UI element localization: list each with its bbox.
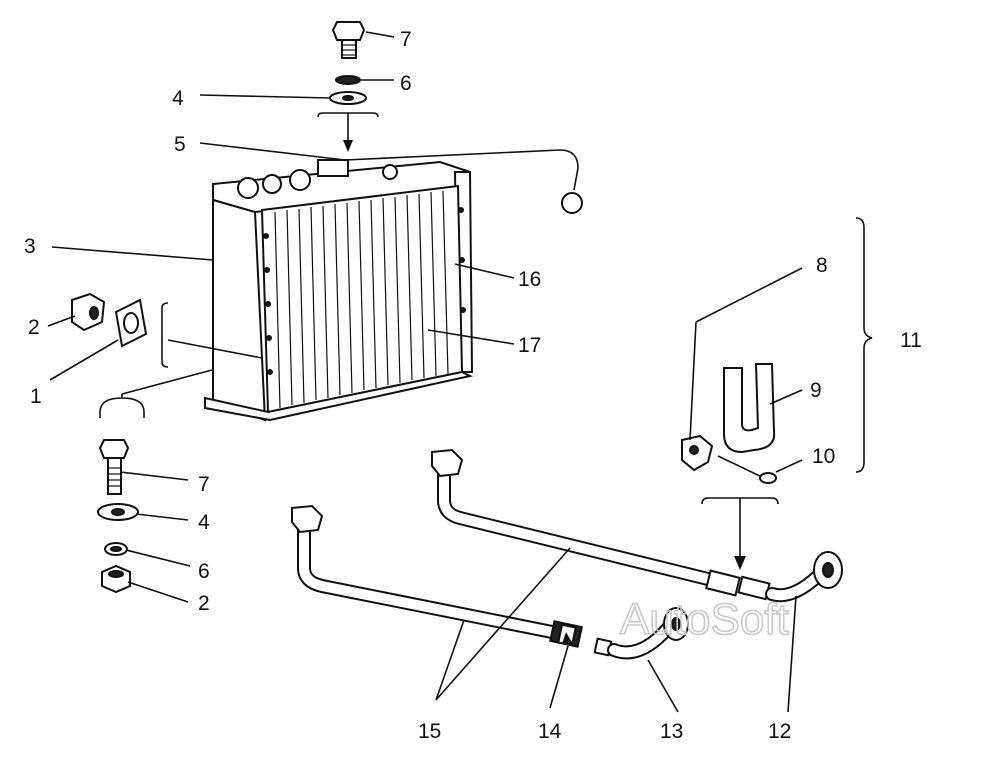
top-mount-bracket-indicator [317, 112, 379, 152]
short-elbow-pipe [593, 607, 689, 660]
top-bolt [331, 21, 366, 59]
temperature-sensor-wire [344, 149, 583, 214]
callout-10: 10 [812, 445, 835, 468]
callout-16: 16 [518, 268, 541, 291]
bottom-nut [101, 564, 131, 594]
callout-17: 17 [518, 334, 541, 357]
bottom-flat-washer [97, 503, 139, 521]
callout-7-top: 7 [400, 28, 412, 51]
callout-11: 11 [900, 329, 922, 352]
lower-pipe [291, 504, 559, 639]
side-gasket-plate [114, 298, 148, 348]
callout-6-top: 6 [400, 72, 412, 95]
cotter-pin [717, 455, 777, 484]
callout-1: 1 [30, 385, 42, 408]
callout-6-bottom: 6 [198, 560, 210, 583]
clamp-latch [681, 434, 714, 472]
banjo-elbow-pipe [765, 551, 843, 603]
upper-pipe [431, 448, 771, 601]
side-nut [71, 292, 106, 332]
radiator-core-fins [274, 190, 449, 409]
callout-4-bottom: 4 [198, 511, 210, 534]
bottom-bolt [98, 439, 130, 495]
callout-12: 12 [768, 720, 791, 743]
bottom-mount-bracket-indicator [99, 369, 213, 418]
watermark-autosoft: AutoSoft [620, 595, 789, 644]
callout-5: 5 [174, 133, 186, 156]
bottom-spring-washer [104, 542, 128, 556]
callout-2-side: 2 [28, 316, 40, 339]
leader-lines [47, 31, 803, 713]
callout-9: 9 [810, 379, 822, 402]
clamp-bracket-indicator [701, 497, 779, 570]
callout-14: 14 [538, 720, 562, 743]
radiator [204, 159, 474, 422]
u-clamp [723, 363, 776, 454]
side-bracket [161, 302, 169, 368]
top-flat-washer [329, 91, 367, 105]
top-spring-washer [335, 75, 361, 85]
callout-labels: 7 6 4 5 3 2 1 16 17 7 4 6 2 8 11 9 10 15… [24, 28, 922, 743]
callout-3: 3 [24, 235, 36, 258]
callout-13: 13 [660, 720, 683, 743]
callout-2-bottom: 2 [198, 592, 210, 615]
kit-brace [855, 217, 873, 473]
callout-4-top: 4 [172, 87, 184, 110]
callout-7-bottom: 7 [198, 473, 210, 496]
callout-8: 8 [816, 254, 828, 277]
callout-15: 15 [418, 720, 441, 743]
